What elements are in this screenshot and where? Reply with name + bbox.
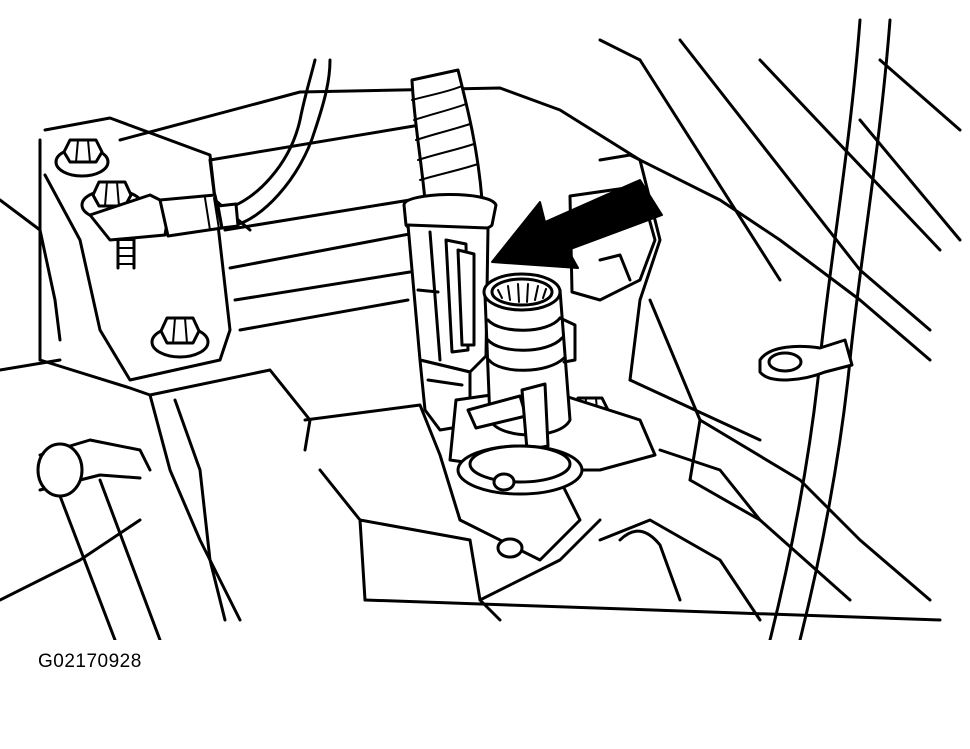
transmission-sensor-illustration	[0, 0, 970, 640]
ground-strap-connector	[90, 195, 238, 240]
sensor-connector	[404, 194, 496, 430]
pointer-arrow	[492, 180, 662, 268]
bolt-lower-left	[152, 318, 208, 357]
figure-id-label: G02170928	[38, 651, 142, 672]
transmission-housing	[0, 40, 960, 640]
bolt-top-left	[56, 140, 108, 176]
ring-terminal	[760, 340, 852, 380]
